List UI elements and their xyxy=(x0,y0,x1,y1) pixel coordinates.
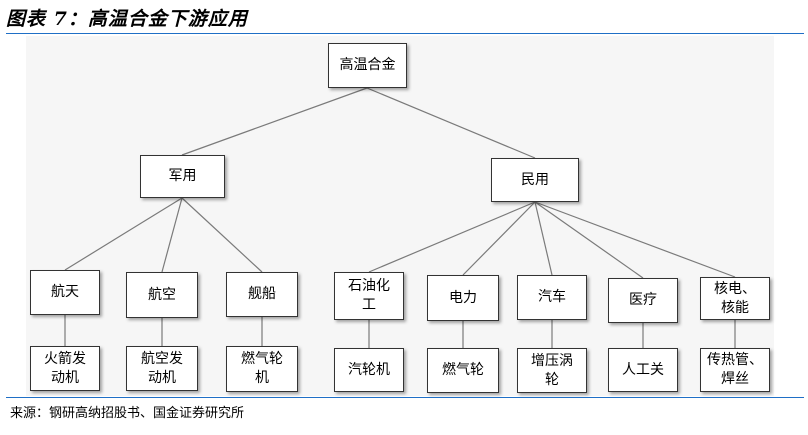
node-label: 医疗 xyxy=(629,292,657,308)
node-medical: 医疗 xyxy=(608,278,678,323)
bottom-divider xyxy=(6,397,804,398)
source-note: 来源：钢研高纳招股书、国金证券研究所 xyxy=(10,406,245,421)
node-label: 高温合金 xyxy=(339,57,396,73)
node-label: 航天 xyxy=(51,284,79,300)
node-label: 燃气轮 xyxy=(241,351,283,367)
node-label: 机 xyxy=(255,370,269,386)
node-ship-gas-turbine: 燃气轮 机 xyxy=(226,346,298,392)
node-automobile: 汽车 xyxy=(517,275,587,320)
node-label: 石油化 xyxy=(348,278,390,294)
node-label: 轮 xyxy=(545,371,559,388)
node-petrochemical: 石油化 工 xyxy=(334,272,404,320)
figure-title: 图表 7：高温合金下游应用 xyxy=(6,8,248,30)
node-label: 舰船 xyxy=(248,286,276,302)
node-aviation: 航空 xyxy=(126,272,198,318)
node-label: 燃气轮 xyxy=(442,362,484,378)
node-aerospace: 航天 xyxy=(30,270,100,315)
node-ship: 舰船 xyxy=(226,272,298,317)
node-label: 工 xyxy=(362,297,376,313)
node-label: 民用 xyxy=(521,171,549,188)
node-turbocharger: 增压涡 轮 xyxy=(517,348,587,393)
node-gas-turbine: 燃气轮 xyxy=(427,348,499,393)
node-label: 动机 xyxy=(148,369,176,386)
node-artificial-joint: 人工关 xyxy=(608,348,678,392)
node-high-temp-alloy: 高温合金 xyxy=(328,43,407,88)
node-civil: 民用 xyxy=(491,158,579,202)
node-label: 动机 xyxy=(51,369,79,386)
node-label: 电力 xyxy=(449,289,477,306)
top-divider xyxy=(6,33,804,34)
node-steam-turbine: 汽轮机 xyxy=(334,348,404,392)
node-label: 航空发 xyxy=(141,350,183,367)
node-label: 传热管、 xyxy=(707,352,763,368)
node-rocket-engine: 火箭发 动机 xyxy=(30,346,100,391)
node-label: 火箭发 xyxy=(44,350,86,367)
diagram-background xyxy=(26,36,774,396)
node-heat-pipe: 传热管、 焊丝 xyxy=(700,348,770,392)
node-label: 焊丝 xyxy=(721,371,749,387)
node-military: 军用 xyxy=(140,155,225,198)
node-label: 汽轮机 xyxy=(348,361,390,378)
node-label: 人工关 xyxy=(622,361,664,378)
node-power: 电力 xyxy=(427,275,499,321)
node-label: 核能 xyxy=(721,299,749,316)
node-label: 军用 xyxy=(168,168,197,184)
node-nuclear: 核电、 核能 xyxy=(700,277,770,320)
node-label: 核电、 xyxy=(714,280,756,297)
node-label: 汽车 xyxy=(538,289,566,305)
node-label: 增压涡 xyxy=(531,352,573,369)
node-label: 航空 xyxy=(148,286,176,303)
node-aero-engine: 航空发 动机 xyxy=(126,346,198,391)
